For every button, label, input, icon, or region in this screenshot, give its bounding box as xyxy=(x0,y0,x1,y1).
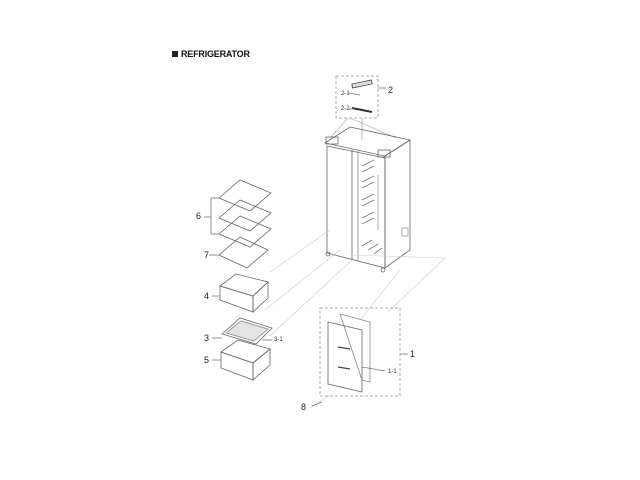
callout-2-1: 2-1 xyxy=(341,91,350,97)
callout-5: 5 xyxy=(204,355,210,365)
callout-1: 1 xyxy=(410,349,416,359)
glass-shelves xyxy=(204,179,272,269)
square-bullet-icon xyxy=(172,51,178,57)
callout-2-2: 2-2 xyxy=(341,106,350,112)
crisper-drawer-5 xyxy=(212,339,271,381)
callout-4: 4 xyxy=(204,291,210,301)
callout-6: 6 xyxy=(196,211,202,221)
callout-7: 7 xyxy=(204,250,210,260)
section-title-text: REFRIGERATOR xyxy=(181,49,250,59)
assembly-guide-lines xyxy=(264,229,446,409)
refrigerator-cabinet xyxy=(323,126,412,273)
section-title: REFRIGERATOR xyxy=(172,49,250,59)
drawer-cover-3 xyxy=(212,317,273,345)
part-2-group xyxy=(329,75,397,140)
callout-1-1: 1-1 xyxy=(388,369,397,375)
callout-3-1: 3-1 xyxy=(274,337,283,343)
part-1-group xyxy=(311,307,408,407)
callout-8: 8 xyxy=(301,402,307,412)
crisper-drawer-4 xyxy=(212,273,269,313)
callout-2: 2 xyxy=(388,85,394,95)
callout-3: 3 xyxy=(204,333,210,343)
